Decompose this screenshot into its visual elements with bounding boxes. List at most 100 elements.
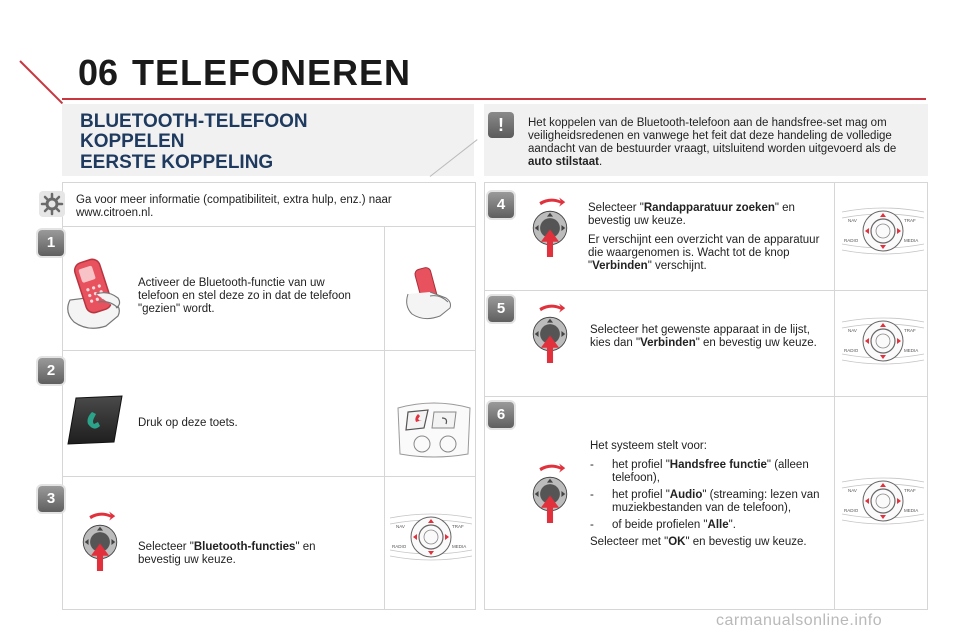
phone-hand-thumbnail-icon [406, 267, 451, 320]
step-3-text: Selecteer "Bluetooth-functies" en bevest… [138, 541, 358, 567]
console-label-nav: NAV [848, 328, 857, 333]
console-label-media: MEDIA [904, 348, 918, 353]
section-subtitle: EERSTE KOPPELING [80, 152, 274, 173]
list-dash: - [590, 459, 594, 471]
step-1-badge: 1 [38, 230, 64, 256]
console-label-traf: TRAF [904, 328, 916, 333]
warning-box [484, 104, 928, 176]
console-label-radio: RADIO [844, 348, 859, 353]
console-label-media: MEDIA [452, 544, 466, 549]
info-text-line1: Ga voor meer informatie (compatibiliteit… [76, 194, 392, 206]
step-5-text-a: Selecteer het gewenste apparaat in de li… [590, 324, 810, 349]
step-6-badge: 6 [488, 402, 514, 428]
info-text: Ga voor meer informatie (compatibiliteit… [76, 194, 456, 220]
list-item-text: het profiel "Audio" (streaming: lezen va… [612, 489, 826, 515]
header-rule [62, 98, 926, 100]
step-5-text: Selecteer het gewenste apparaat in de li… [590, 324, 818, 350]
list-dash: - [590, 519, 594, 531]
step-4-badge: 4 [488, 192, 514, 218]
bold-text: Verbinden [592, 260, 648, 272]
dashboard-call-button-icon [397, 402, 471, 458]
step-6-intro: Het systeem stelt voor: [590, 440, 707, 452]
step-6-text: Het systeem stelt voor: -het profiel "Ha… [590, 440, 826, 549]
text: " verschijnt. [647, 260, 707, 272]
step-2-badge: 2 [38, 358, 64, 384]
step-3-text-a: Selecteer " [138, 541, 194, 553]
list-dash: - [590, 489, 594, 501]
text: " en bevestig uw keuze. [588, 202, 795, 227]
list-item: - of beide profielen "Alle". [590, 519, 826, 532]
divider [62, 226, 476, 227]
divider [62, 476, 476, 477]
text: het profiel " [612, 489, 670, 501]
text: of beide profielen " [612, 519, 708, 531]
list-item: - het profiel "Handsfree functie" (alleen… [590, 459, 826, 485]
console-knob-icon: NAV TRAF RADIO MEDIA [841, 477, 925, 525]
list-item-text: of beide profielen "Alle". [612, 519, 736, 532]
list-item-text: het profiel "Handsfree functie" (alleen … [612, 459, 826, 485]
step-3-badge: 3 [38, 486, 64, 512]
text: het profiel " [612, 459, 670, 471]
step-5-text-b: " en bevestig uw keuze. [695, 337, 817, 349]
image-column-divider [384, 226, 385, 610]
step-6-outro: Selecteer met "OK" en bevestig uw keuze. [590, 536, 826, 549]
bold-text: Handsfree functie [669, 459, 767, 471]
divider [62, 350, 476, 351]
warning-text-main: Het koppelen van de Bluetooth-telefoon a… [528, 117, 897, 155]
console-label-traf: TRAF [452, 524, 464, 529]
console-knob-icon: NAV TRAF RADIO MEDIA [389, 513, 473, 561]
rotary-knob-icon [82, 511, 118, 571]
bold-text: Alle [707, 519, 729, 531]
rotary-knob-icon [532, 463, 568, 523]
header-diagonal-rule [19, 60, 64, 105]
step-5-badge: 5 [488, 296, 514, 322]
warning-text: Het koppelen van de Bluetooth-telefoon a… [528, 117, 918, 169]
divider [484, 396, 928, 397]
console-knob-icon: NAV TRAF RADIO MEDIA [841, 317, 925, 365]
console-label-radio: RADIO [844, 238, 859, 243]
section-title-box [62, 104, 474, 176]
console-knob-thumbnail: NAV TRAF RADIO MEDIA [840, 310, 926, 372]
step-4-paragraph-2: Er verschijnt een overzicht van de appar… [588, 234, 824, 273]
step-1-text: Activeer de Bluetooth-functie van uw tel… [138, 277, 351, 315]
rotary-knob-icon [532, 303, 568, 363]
console-label-radio: RADIO [392, 544, 407, 549]
list-item: - het profiel "Audio" (streaming: lezen v… [590, 489, 826, 515]
step-2-text: Druk op deze toets. [138, 417, 238, 429]
warning-text-end: . [598, 156, 603, 168]
text: ". [728, 519, 736, 531]
text: Selecteer " [588, 202, 644, 214]
divider [484, 290, 928, 291]
step-3-text-b: " en bevestig uw keuze. [138, 541, 316, 566]
console-label-traf: TRAF [904, 218, 916, 223]
console-label-media: MEDIA [904, 238, 918, 243]
step-3-text-bold: Bluetooth-functies [193, 541, 296, 553]
text: Selecteer met " [590, 536, 669, 548]
step-5-text-bold: Verbinden [640, 337, 696, 349]
step-4-paragraph-1: Selecteer "Randapparatuur zoeken" en bev… [588, 202, 824, 228]
console-label-media: MEDIA [904, 508, 918, 513]
rotary-knob-icon [532, 197, 568, 257]
section-title-line1: BLUETOOTH-TELEFOON [80, 111, 308, 132]
warning-exclamation-icon: ! [488, 112, 514, 138]
console-knob-thumbnail: NAV TRAF RADIO MEDIA [840, 470, 926, 532]
bold-text: Randapparatuur zoeken [643, 202, 775, 214]
console-label-traf: TRAF [904, 488, 916, 493]
warning-text-bold: auto stilstaat [528, 156, 599, 168]
console-label-nav: NAV [848, 488, 857, 493]
watermark: carmanualsonline.info [716, 612, 883, 629]
console-label-nav: NAV [396, 524, 405, 529]
console-label-radio: RADIO [844, 508, 859, 513]
chapter-title: TELEFONEREN [132, 52, 412, 93]
info-link[interactable]: www.citroen.nl. [76, 207, 154, 219]
text: " (alleen telefoon), [612, 459, 809, 484]
text: Er verschijnt een overzicht van de appar… [588, 234, 820, 272]
console-knob-icon: NAV TRAF RADIO MEDIA [841, 207, 925, 255]
text: " (streaming: lezen van muziekbestanden … [612, 489, 820, 514]
console-label-nav: NAV [848, 218, 857, 223]
section-title: BLUETOOTH-TELEFOON KOPPELEN [80, 112, 380, 152]
phone-hand-icon [67, 258, 121, 329]
left-steps-panel [62, 182, 476, 610]
image-column-divider [834, 182, 835, 610]
info-gear-icon [39, 191, 65, 217]
